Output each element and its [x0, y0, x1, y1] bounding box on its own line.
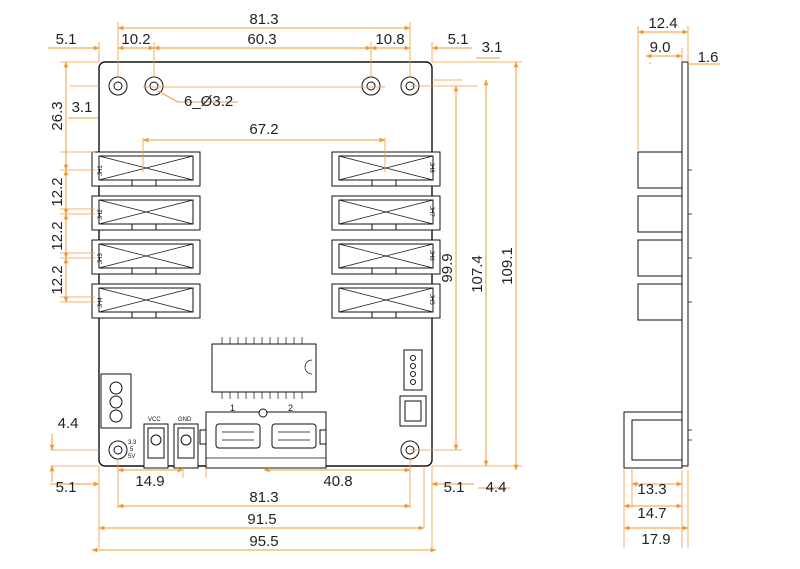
dim-height-mid: 107.4: [469, 255, 486, 293]
top-view: JH1 JH2 JH3 JH4 JH: [91, 61, 441, 469]
dual-port-connector: [199, 408, 327, 469]
side-header: [637, 195, 683, 233]
dim-hole-span-bottom: 81.3: [249, 489, 278, 506]
dim-pitch-1: 12.2: [49, 177, 66, 206]
usb-connector: [399, 395, 427, 427]
power-terminal-vcc: [143, 423, 169, 469]
side-header: [637, 283, 683, 321]
header-jh2: JH2: [91, 195, 201, 231]
ic-chip: [211, 337, 317, 399]
connector-label: JH7: [428, 206, 434, 217]
connector-label: JH2: [98, 209, 104, 220]
connector-label: JH4: [98, 297, 104, 308]
dim-width-total: 95.5: [249, 533, 278, 550]
silk-5v: 5V: [128, 454, 135, 460]
dim-pitch-3: 12.2: [49, 265, 66, 294]
connector-label: JH6: [428, 250, 434, 261]
dim-right-edge-offset: 3.1: [482, 39, 503, 56]
dim-hole-offset-left: 10.2: [121, 31, 150, 48]
top-view-dimensions: 81.3 5.1 10.2 60.3 10.8 5.1 3.1 6_Ø3.2 6…: [48, 11, 522, 553]
dim-right-margin-bottom: 5.1: [444, 479, 465, 496]
header-jh6: JH6: [331, 239, 441, 275]
dim-power-offset: 14.9: [135, 473, 164, 490]
dim-pitch-2: 12.2: [49, 221, 66, 250]
dim-base-14: 14.7: [637, 505, 666, 522]
silk-33: 3.3: [128, 440, 137, 446]
header-jh4: JH4: [91, 283, 201, 319]
dim-height-inner: 99.9: [439, 253, 456, 282]
voltage-selector: [100, 373, 132, 429]
dim-hole-callout: 6_Ø3.2: [184, 93, 233, 110]
side-header: [637, 151, 683, 189]
side-view-dimensions: 12.4 9.0 1.6 13.3 14.7 17.9: [623, 15, 720, 548]
mounting-holes: [108, 76, 420, 460]
silk-vcc: VCC: [148, 417, 161, 423]
power-terminal-gnd: [173, 423, 199, 469]
header-jh7: JH7: [331, 195, 441, 231]
dim-base-13: 13.3: [637, 481, 666, 498]
dim-bottom-edge-offset: 4.4: [486, 479, 507, 496]
dim-right-margin-top: 5.1: [448, 31, 469, 48]
header-jh1: JH1: [91, 151, 201, 187]
side-view: [623, 61, 692, 469]
mounting-hole: [144, 76, 164, 96]
mounting-hole: [108, 440, 128, 460]
side-connector-shell: [631, 419, 683, 461]
header-jh3: JH3: [91, 239, 201, 275]
dim-width-top: 12.4: [648, 15, 677, 32]
connector-label: JH8: [428, 162, 434, 173]
small-connector: [403, 349, 423, 391]
dim-connector-offset: 40.8: [323, 473, 352, 490]
connector-label: JH5: [428, 294, 434, 305]
dim-hole-offset-right: 10.8: [375, 31, 404, 48]
dim-hole-top-offset: 3.1: [72, 99, 93, 116]
dim-left-margin-top: 5.1: [56, 31, 77, 48]
dim-top-offset: 26.3: [49, 101, 66, 130]
connector-label: JH3: [98, 253, 104, 264]
dim-thickness: 1.6: [698, 49, 719, 66]
dim-width-mid: 91.5: [247, 511, 276, 528]
dim-height-total: 109.1: [499, 247, 516, 285]
silk-port-2: 2: [288, 403, 293, 413]
mounting-hole: [361, 76, 381, 96]
header-jh5: JH5: [331, 283, 441, 319]
dim-hole-span: 60.3: [247, 31, 276, 48]
silk-5: 5: [130, 447, 134, 453]
dim-left-margin-bottom: 5.1: [56, 479, 77, 496]
side-pcb: [681, 61, 689, 467]
dim-overall-top: 81.3: [249, 11, 278, 28]
connector-label: JH1: [98, 165, 104, 176]
dim-base-total: 17.9: [641, 531, 670, 548]
dim-hole-bottom-offset: 4.4: [58, 415, 79, 432]
silk-port-1: 1: [230, 403, 235, 413]
side-header: [637, 239, 683, 277]
silk-gnd: GND: [178, 417, 192, 423]
dim-offset-9: 9.0: [650, 39, 671, 56]
dim-connector-span: 67.2: [249, 121, 278, 138]
mounting-hole: [108, 76, 128, 96]
header-jh8: JH8: [331, 151, 441, 187]
